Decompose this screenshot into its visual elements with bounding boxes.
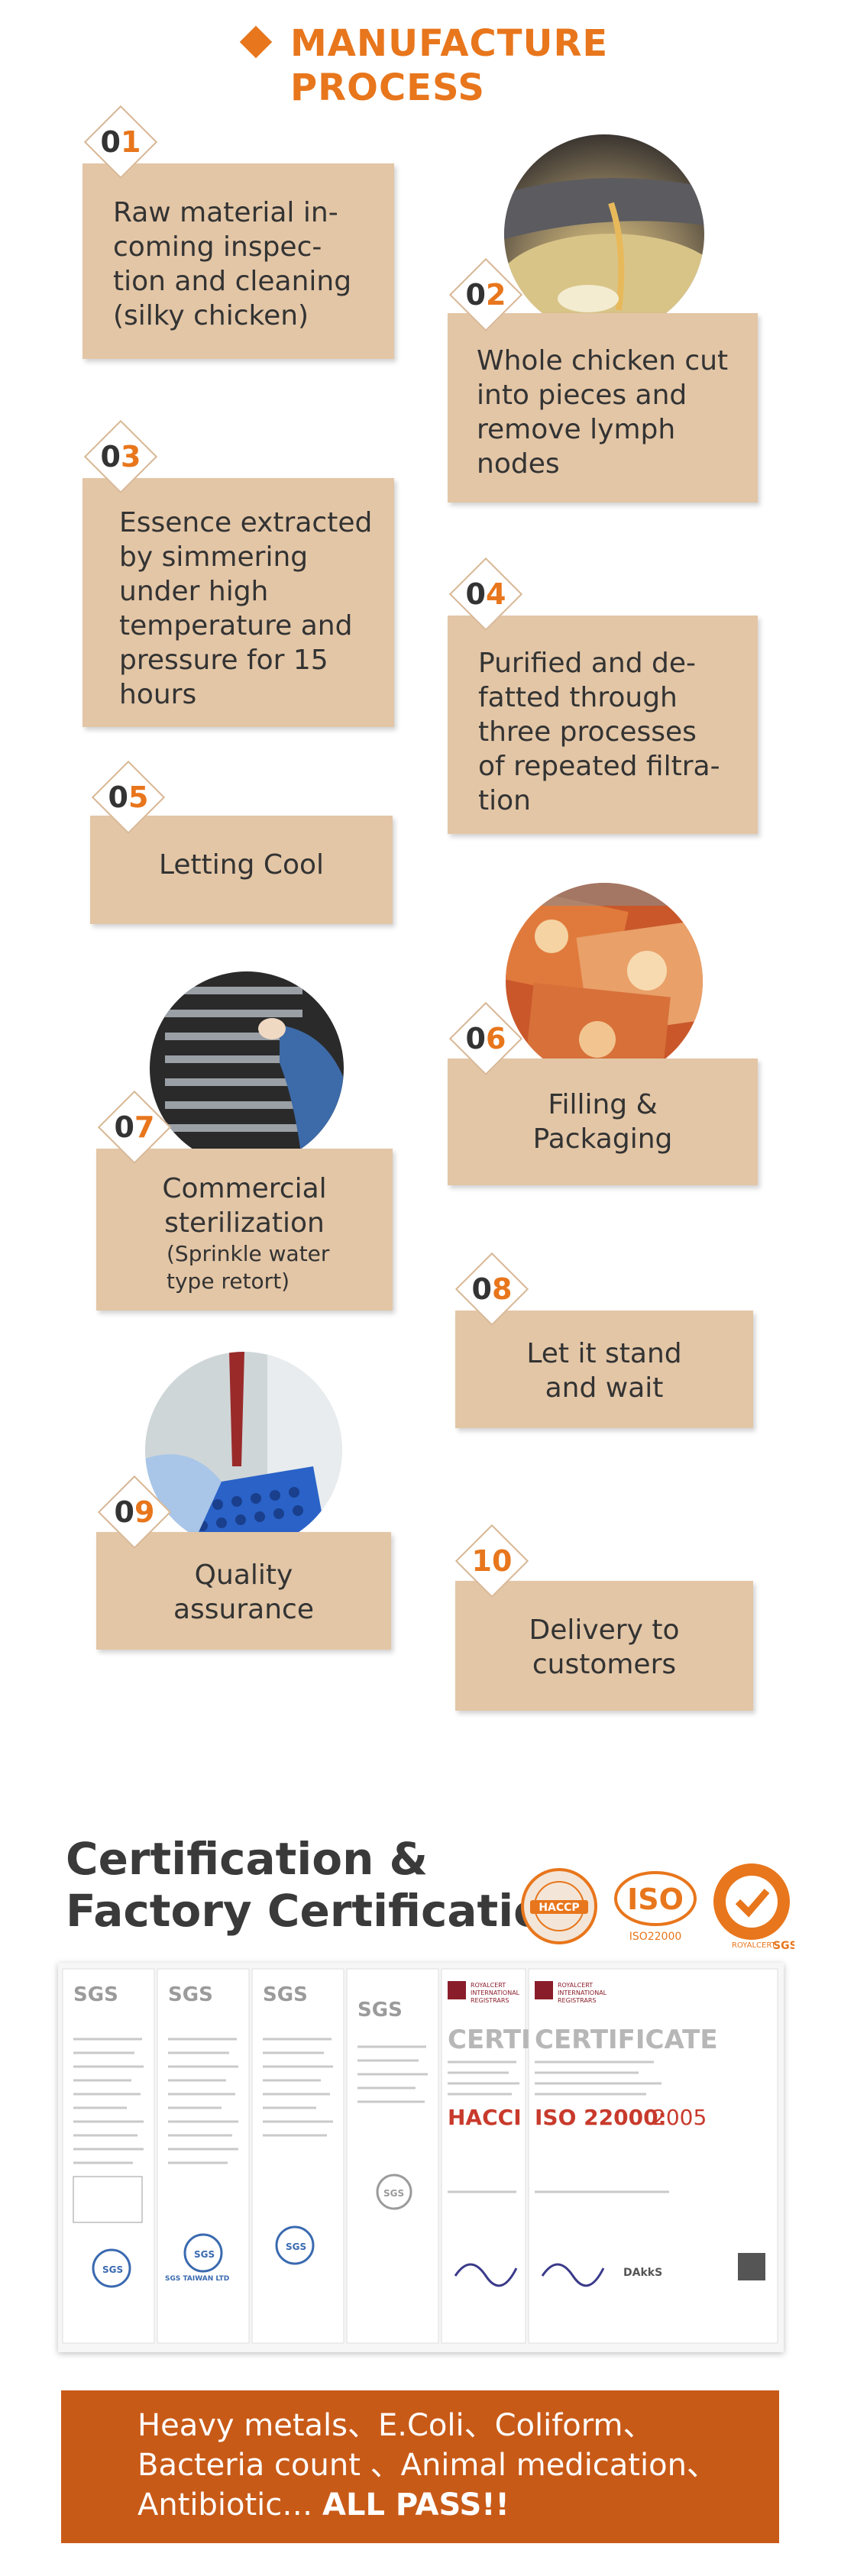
svg-text:ROYALCERT: ROYALCERT: [471, 1982, 506, 1989]
svg-text:SGS: SGS: [194, 2249, 215, 2260]
iso-logo: ISO ISO22000: [610, 1867, 701, 1946]
step-08-text: Let it stand and wait: [526, 1338, 682, 1404]
pass-line-3: Antibiotic… ALL PASS!!: [137, 2487, 509, 2523]
sgs-report-1: SGS SGS: [62, 1968, 155, 2344]
svg-text:SGS TAIWAN LTD: SGS TAIWAN LTD: [165, 2275, 229, 2283]
step-08-badge: 08: [454, 1252, 529, 1327]
haccp-logo: HACCP: [519, 1867, 599, 1946]
step-10-text: Delivery to customers: [529, 1614, 680, 1680]
iso22000-certificate: ROYALCERT INTERNATIONAL REGISTRARS CERTI…: [528, 1968, 778, 2344]
svg-text:2005: 2005: [652, 2105, 707, 2130]
certification-title: Certification & Factory Certification: [66, 1833, 576, 1937]
page-title-line1: MANUFACTURE: [290, 22, 609, 65]
step-07-badge: 07: [97, 1090, 172, 1165]
step-06-badge: 06: [448, 1001, 523, 1076]
page-title-line2: PROCESS: [290, 66, 485, 109]
step-02-text: Whole chicken cut into pieces and remove…: [477, 345, 729, 480]
svg-text:SGS: SGS: [73, 1983, 118, 2006]
svg-text:SGS: SGS: [383, 2188, 404, 2199]
svg-text:HACCP: HACCP: [539, 1902, 579, 1914]
svg-text:INTERNATIONAL: INTERNATIONAL: [558, 1989, 607, 1996]
step-06-text: Filling & Packaging: [532, 1089, 673, 1155]
svg-text:SGS: SGS: [773, 1940, 794, 1952]
svg-text:DAkkS: DAkkS: [623, 2267, 662, 2279]
step-03-card: Essence extracted by simmering under hig…: [82, 478, 394, 727]
step-05-text: Letting Cool: [158, 849, 325, 881]
svg-text:REGISTRARS: REGISTRARS: [558, 1997, 596, 2004]
step-09-card: Quality assurance: [96, 1532, 391, 1650]
step-04-card: Purified and de- fatted through three pr…: [448, 616, 758, 834]
step-07-text: Commercial sterilization: [162, 1173, 327, 1239]
svg-text:SGS: SGS: [102, 2264, 123, 2275]
step-08-card: Let it stand and wait: [455, 1311, 753, 1428]
svg-text:ISO22000: ISO22000: [629, 1931, 682, 1943]
photo-packaging: [506, 883, 703, 1080]
svg-text:ROYALCERT: ROYALCERT: [558, 1982, 593, 1989]
photo-broth-pot: [504, 134, 704, 335]
pass-line-1: Heavy metals、E.Coli、Coliform、: [137, 2408, 654, 2443]
step-09-badge: 09: [97, 1475, 172, 1550]
step-07-card: Commercial sterilization (Sprinkle water…: [96, 1149, 393, 1311]
step-03-badge: 03: [83, 419, 158, 494]
step-06-card: Filling & Packaging: [448, 1059, 758, 1185]
svg-text:ISO 22000:: ISO 22000:: [535, 2105, 667, 2130]
step-05-badge: 05: [91, 760, 166, 835]
step-01-badge: 01: [83, 105, 158, 179]
step-10-card: Delivery to customers: [455, 1581, 753, 1711]
sgs-report-3: SGS SGS: [251, 1968, 344, 2344]
svg-text:ISO: ISO: [627, 1883, 684, 1916]
svg-text:HACCI: HACCI: [448, 2105, 522, 2130]
svg-text:INTERNATIONAL: INTERNATIONAL: [471, 1989, 520, 1996]
step-01-card: Raw material in- coming inspec- tion and…: [82, 163, 394, 359]
certificate-documents: SGS SGS SGS SGS SGS: [58, 1963, 784, 2352]
svg-text:REGISTRARS: REGISTRARS: [471, 1997, 509, 2004]
step-01-text: Raw material in- coming inspec- tion and…: [113, 197, 352, 331]
step-03-text: Essence extracted by simmering under hig…: [119, 507, 373, 710]
photo-quality-lab: [145, 1352, 342, 1549]
sgs-royalcert-logo: ROYALCERT SGS: [709, 1859, 797, 1954]
svg-text:CERTIFICATE: CERTIFICATE: [535, 2025, 718, 2055]
svg-text:SGS: SGS: [168, 1983, 213, 2006]
step-04-badge: 04: [448, 557, 523, 632]
svg-text:CERTI: CERTI: [448, 2025, 531, 2055]
photo-sterilization-retort: [150, 971, 344, 1165]
step-09-text: Quality assurance: [173, 1559, 314, 1625]
title-diamond-icon: [239, 25, 273, 59]
step-07-subtext: (Sprinkle water type retort): [167, 1241, 330, 1294]
step-04-text: Purified and de- fatted through three pr…: [478, 648, 720, 816]
step-05-card: Letting Cool: [90, 816, 393, 924]
sgs-report-2: SGS SGS SGS TAIWAN LTD: [157, 1968, 250, 2344]
test-results-banner: Heavy metals、E.Coli、Coliform、 Bacteria c…: [61, 2390, 779, 2543]
svg-text:SGS: SGS: [286, 2241, 306, 2252]
step-02-badge: 02: [448, 257, 523, 332]
svg-text:ROYALCERT: ROYALCERT: [732, 1941, 777, 1950]
svg-text:SGS: SGS: [263, 1983, 308, 2006]
step-02-card: Whole chicken cut into pieces and remove…: [448, 313, 758, 503]
step-10-badge: 10: [454, 1524, 529, 1598]
haccp-certificate: ROYALCERT INTERNATIONAL REGISTRARS CERTI…: [441, 1968, 531, 2344]
svg-text:SGS: SGS: [357, 1999, 403, 2022]
page-title: MANUFACTURE PROCESS: [290, 21, 608, 110]
pass-line-2: Bacteria count 、Animal medication、: [137, 2448, 717, 2483]
all-pass-label: ALL PASS!!: [322, 2487, 509, 2523]
sgs-report-4: SGS SGS: [346, 1968, 439, 2344]
